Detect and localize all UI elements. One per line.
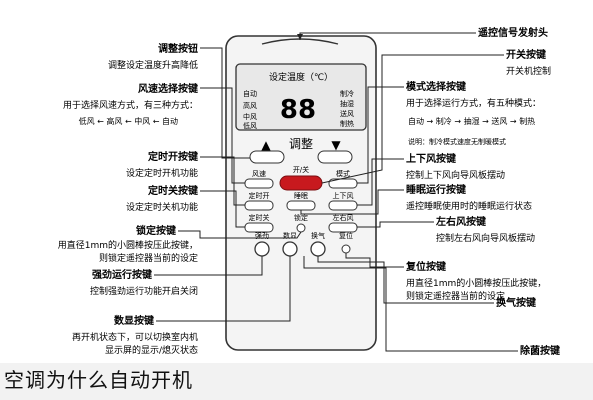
right-callout-title: 模式选择按键 <box>406 80 467 93</box>
right-callout-emitter: 遥控信号发射头 <box>297 26 548 40</box>
left-callout-desc: 则锁定遥控器当前的设定 <box>99 252 198 264</box>
sleep-label: 睡眠 <box>294 192 308 200</box>
right-callout-desc: 用于选择运行方式，有五种模式： <box>406 97 541 109</box>
left-callout-title: 风速选择按键 <box>138 82 199 95</box>
turbo-label: 强劲 <box>255 231 269 240</box>
left-callout-display: 数显按键 再开机状态下，可以切换室内机 显示屏的显示/熄灭状态 <box>72 256 291 356</box>
left-callout-desc: 设定定时开机功能 <box>126 167 198 179</box>
right-callout-power: 开关按键 开关机控制 <box>321 48 551 184</box>
left-callout-timer-on: 定时开按键 设定定时开机功能 <box>126 150 245 206</box>
timer-off-button[interactable] <box>244 222 274 233</box>
fan-button-label: 风速 <box>252 170 266 178</box>
right-callout-title: 左右风按键 <box>435 215 487 228</box>
right-callout-title: 睡眠运行按键 <box>406 183 467 196</box>
right-callout-title: 上下风按键 <box>406 152 457 165</box>
right-callout-title: 换气按键 <box>496 296 537 309</box>
left-callout-desc: 控制强劲运行功能开启关闭 <box>90 285 198 297</box>
temp-down-arrow: ▼ <box>331 138 341 152</box>
mode-indicator-fan: 送风 <box>340 109 354 118</box>
right-callout-desc: 用直径1mm的小圆棒按压此按键， <box>406 277 546 289</box>
right-callout-desc: 开关机控制 <box>506 65 551 77</box>
timer-on-button[interactable] <box>244 200 274 211</box>
fresh-label: 换气 <box>311 231 325 240</box>
fan-level-low: 低风 <box>243 121 257 130</box>
right-callout-desc: 控制左右风向导风板摆动 <box>436 232 535 244</box>
right-callout-reset: 复位按键 用直径1mm的小圆棒按压此按键， 则锁定遥控器当前的设定 <box>345 253 546 302</box>
left-callout-desc: 显示屏的显示/熄灭状态 <box>105 344 198 356</box>
swing-ud-button[interactable] <box>328 200 358 211</box>
left-callout-turbo: 强劲运行按键 控制强劲运行功能开启关闭 <box>90 256 263 297</box>
right-callout-swing-lr: 左右风按键 控制左右风向导风板摆动 <box>357 215 535 244</box>
temp-adjust-label: 调整 <box>289 136 313 151</box>
left-callout-desc: 用直径1mm的小圆棒按压此按键， <box>58 239 198 251</box>
right-callout-sterilize: 除菌按键 <box>303 256 561 357</box>
power-button[interactable] <box>279 175 323 191</box>
right-callout-fresh-air: 换气按键 <box>317 256 537 309</box>
caption-band <box>0 363 593 400</box>
mode-indicator-dry: 抽湿 <box>340 99 354 108</box>
left-callout-temp-adjust: 调整按钮 调整设定温度升高降低 <box>108 42 250 159</box>
sleep-button[interactable] <box>286 200 316 211</box>
timer-on-label: 定时开 <box>249 191 270 200</box>
temp-up-button[interactable] <box>317 150 353 164</box>
left-callout-title: 调整按钮 <box>158 42 198 55</box>
lock-button[interactable] <box>296 223 306 233</box>
turbo-button[interactable] <box>254 241 270 257</box>
right-callout-title: 遥控信号发射头 <box>478 26 548 39</box>
right-callout-sleep: 睡眠运行按键 遥控睡眠使用时的睡眠运行状态 <box>300 183 532 215</box>
left-callout-desc: 设定定时关机功能 <box>126 201 198 213</box>
temperature-digits: 88 <box>280 95 316 125</box>
timer-off-label: 定时关 <box>249 213 270 222</box>
left-callout-title: 定时开按键 <box>148 150 199 163</box>
mode-indicator-auto: 自动 <box>243 89 257 98</box>
temp-up-arrow: ▲ <box>261 138 271 152</box>
mode-indicator-heat: 制热 <box>340 119 354 128</box>
right-callout-title: 复位按键 <box>405 260 447 273</box>
lcd-panel <box>235 63 367 131</box>
image-caption: 空调为什么自动开机 <box>4 368 193 392</box>
mode-cycle-sequence: 自动 → 制冷 → 抽湿 → 送风 → 制热 <box>408 116 535 126</box>
mode-indicator-cool: 制冷 <box>340 89 354 98</box>
swing-lr-button[interactable] <box>328 222 358 233</box>
fan-cycle-sequence: 低风 ← 高风 ← 中风 ← 自动 <box>79 116 178 126</box>
reset-button[interactable] <box>341 244 351 254</box>
temp-down-button[interactable] <box>249 150 285 164</box>
left-callout-desc: 再开机状态下，可以切换室内机 <box>72 331 198 343</box>
mode-button-label: 模式 <box>336 169 350 178</box>
fan-level-high: 高风 <box>243 101 257 110</box>
left-callout-title: 强劲运行按键 <box>92 268 153 281</box>
left-callout-lock: 锁定按键 用直径1mm的小圆棒按压此按键， 则锁定遥控器当前的设定 <box>58 224 302 264</box>
right-callout-mode: 模式选择按键 用于选择运行方式，有五种模式： 自动 → 制冷 → 抽湿 → 送风… <box>357 80 541 184</box>
left-callout-title: 锁定按键 <box>136 224 177 237</box>
right-callout-swing-ud: 上下风按键 控制上下风向导风板摆动 <box>357 152 505 206</box>
display-btn-label: 数显 <box>283 231 297 240</box>
fan-level-mid: 中风 <box>243 112 257 121</box>
left-callout-desc: 调整设定温度升高降低 <box>108 59 198 71</box>
right-callout-desc: 控制上下风向导风板摆动 <box>406 169 505 181</box>
mode-note: 说明：制冷模式速度无制暖模式 <box>408 137 506 146</box>
right-callout-title: 除菌按键 <box>520 344 561 357</box>
left-callout-desc: 用于选择风速方式，有三种方式： <box>63 99 198 111</box>
right-callout-desc: 遥控睡眠使用时的睡眠运行状态 <box>406 200 532 212</box>
fan-speed-button[interactable] <box>244 178 274 189</box>
right-callout-desc: 则锁定遥控器当前的设定 <box>406 290 505 302</box>
display-button[interactable] <box>282 241 298 257</box>
left-callout-fan: 风速选择按键 用于选择风速方式，有三种方式： 低风 ← 高风 ← 中风 ← 自动 <box>63 82 245 184</box>
lock-label: 锁定 <box>294 213 308 222</box>
remote-diagram: 设定温度（℃） 自动 高风 中风 低风 88 制冷 抽湿 送风 制热 ▲ 调整 … <box>58 26 561 357</box>
swing-lr-label: 左右风 <box>333 213 354 222</box>
power-button-label: 开/关 <box>293 165 309 174</box>
reset-label: 复位 <box>339 231 353 240</box>
left-callout-timer-off: 定时关按键 设定定时关机功能 <box>126 184 245 228</box>
swing-ud-label: 上下风 <box>333 191 354 200</box>
right-callout-title: 开关按键 <box>506 48 547 61</box>
left-callout-title: 数显按键 <box>114 314 155 327</box>
fresh-air-button[interactable] <box>310 241 326 257</box>
left-callout-title: 定时关按键 <box>148 184 199 197</box>
display-title: 设定温度（℃） <box>269 71 333 83</box>
